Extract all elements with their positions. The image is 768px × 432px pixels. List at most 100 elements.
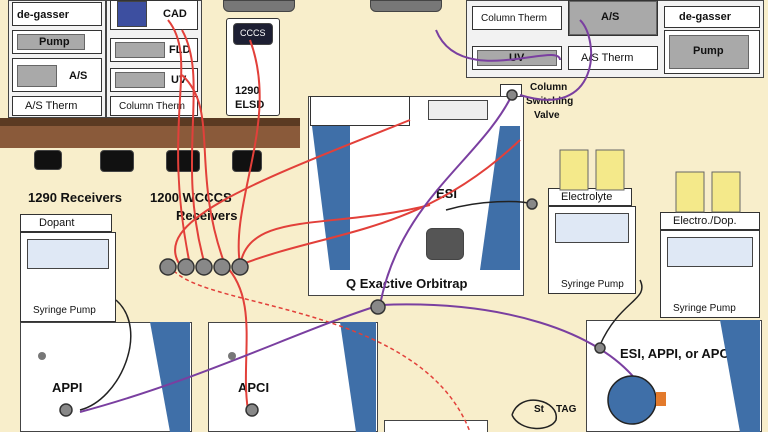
bottle-4: [711, 171, 741, 213]
ms-label: Q Exactive Orbitrap: [346, 276, 468, 291]
manifold-5: [231, 258, 249, 276]
top-instrument-1: [223, 0, 295, 12]
red-line-1: [167, 19, 191, 266]
red-line-4: [237, 39, 261, 266]
dopant-title: Dopant: [39, 217, 75, 229]
uv-panel: [115, 72, 165, 88]
electro-dop-pump-label: Syringe Pump: [673, 303, 736, 314]
receiver-2: [100, 150, 134, 172]
top-instrument-2: [370, 0, 442, 12]
purple-line-3: [519, 19, 593, 101]
appi-label: APPI: [52, 380, 83, 395]
receiver-4: [232, 150, 262, 172]
right-as-therm-label: A/S Therm: [581, 52, 634, 64]
dopant-pump-label: Syringe Pump: [33, 305, 96, 316]
receiver-panel: [0, 126, 300, 148]
appi-port: [59, 403, 73, 417]
bottle-3: [675, 171, 705, 213]
receivers-1290-label: 1290 Receivers: [28, 190, 122, 205]
receiver-panel-top-strip: [0, 118, 300, 126]
electro-dop-syringe-pump: Syringe Pump: [660, 230, 760, 318]
left-degasser-module: de-gasser: [12, 2, 102, 26]
black-line-4: [511, 399, 557, 430]
right-blue: [720, 320, 760, 432]
st-label: St: [534, 404, 544, 415]
left-as-therm-module: A/S Therm: [12, 96, 102, 116]
cad-module: CAD: [110, 0, 198, 30]
dopant-syringe-window: [27, 239, 109, 269]
red-line-7: [224, 264, 249, 411]
manifold-3: [195, 258, 213, 276]
receiver-1: [34, 150, 62, 170]
right-as-panel: [569, 1, 657, 35]
dopant-title-box: Dopant: [20, 214, 112, 232]
ms-esi-source: [426, 228, 464, 260]
bottle-2: [595, 149, 625, 191]
right-column-therm-module: Column Therm: [472, 6, 562, 30]
left-as-panel: [17, 65, 57, 87]
apci-port: [245, 403, 259, 417]
electrolyte-pump-label: Syringe Pump: [561, 279, 624, 290]
left-as-therm-label: A/S Therm: [25, 100, 78, 112]
ms-top-box: [310, 96, 410, 126]
right-pump-label: Pump: [693, 45, 724, 57]
ms-blue-left: [312, 126, 350, 270]
apci-knob: [228, 352, 236, 360]
right-pump-module: Pump: [664, 30, 760, 74]
red-line-2: [181, 29, 206, 266]
left-as-label: A/S: [69, 70, 88, 82]
fld-module: FLD: [110, 38, 198, 62]
bottle-1: [559, 149, 589, 191]
esi-appi-apci-label: ESI, APPI, or APCI: [620, 346, 733, 361]
bottom-center-box: [384, 420, 488, 432]
left-degasser-label: de-gasser: [17, 9, 69, 21]
red-line-6: [239, 204, 431, 266]
red-dashed-line: [169, 264, 471, 432]
red-line-5: [174, 119, 411, 266]
electrolyte-title: Electrolyte: [561, 191, 613, 203]
valve-label-1: Column: [530, 82, 568, 93]
electro-dop-title: Electro./Dop.: [673, 215, 737, 227]
ms-syringe: [428, 100, 488, 120]
valve-label-3: Valve: [534, 110, 560, 121]
left-as-module: A/S: [12, 58, 102, 92]
electrolyte-syringe-pump: Syringe Pump: [548, 206, 636, 294]
cad-label: CAD: [163, 8, 187, 20]
electro-dop-title-box: Electro./Dop.: [660, 212, 760, 230]
right-source: [607, 375, 657, 425]
elsd-display: CCCS: [233, 23, 273, 45]
right-degasser-module: de-gasser: [664, 6, 760, 28]
receivers-1200-label-1: 1200 WCCCS: [150, 190, 232, 205]
right-pump-panel: [669, 35, 749, 69]
uv-label: UV: [171, 74, 187, 86]
right-degasser-label: de-gasser: [679, 11, 731, 23]
black-line-3: [599, 279, 643, 346]
column-therm-label: Column Therm: [119, 101, 185, 112]
column-therm-module: Column Therm: [110, 96, 198, 116]
tag-label: TAG: [556, 404, 577, 415]
left-pump-label: Pump: [39, 36, 70, 48]
manifold-4: [213, 258, 231, 276]
red-line-3: [181, 74, 226, 266]
right-as-therm-module: A/S Therm: [568, 46, 658, 70]
electro-dop-syringe-window: [667, 237, 753, 267]
left-pump-panel: [17, 34, 85, 50]
right-as-label: A/S: [601, 11, 620, 23]
manifold-1: [159, 258, 177, 276]
uv-module: UV: [110, 68, 198, 92]
valve-label-2: Switching: [526, 96, 574, 107]
right-as-module: A/S: [568, 0, 658, 36]
dopant-syringe-pump: Syringe Pump: [20, 232, 116, 322]
right-source-tab: [656, 392, 666, 406]
right-column-therm-label: Column Therm: [481, 13, 547, 24]
purple-line-1: [435, 29, 561, 62]
esi-port: [526, 198, 538, 210]
black-line-2: [79, 299, 132, 411]
left-pump-module: Pump: [12, 30, 102, 54]
electrolyte-syringe-window: [555, 213, 629, 243]
cad-screen: [117, 1, 147, 27]
electrolyte-title-box: Electrolyte: [548, 188, 632, 206]
tee-junction: [370, 299, 386, 315]
